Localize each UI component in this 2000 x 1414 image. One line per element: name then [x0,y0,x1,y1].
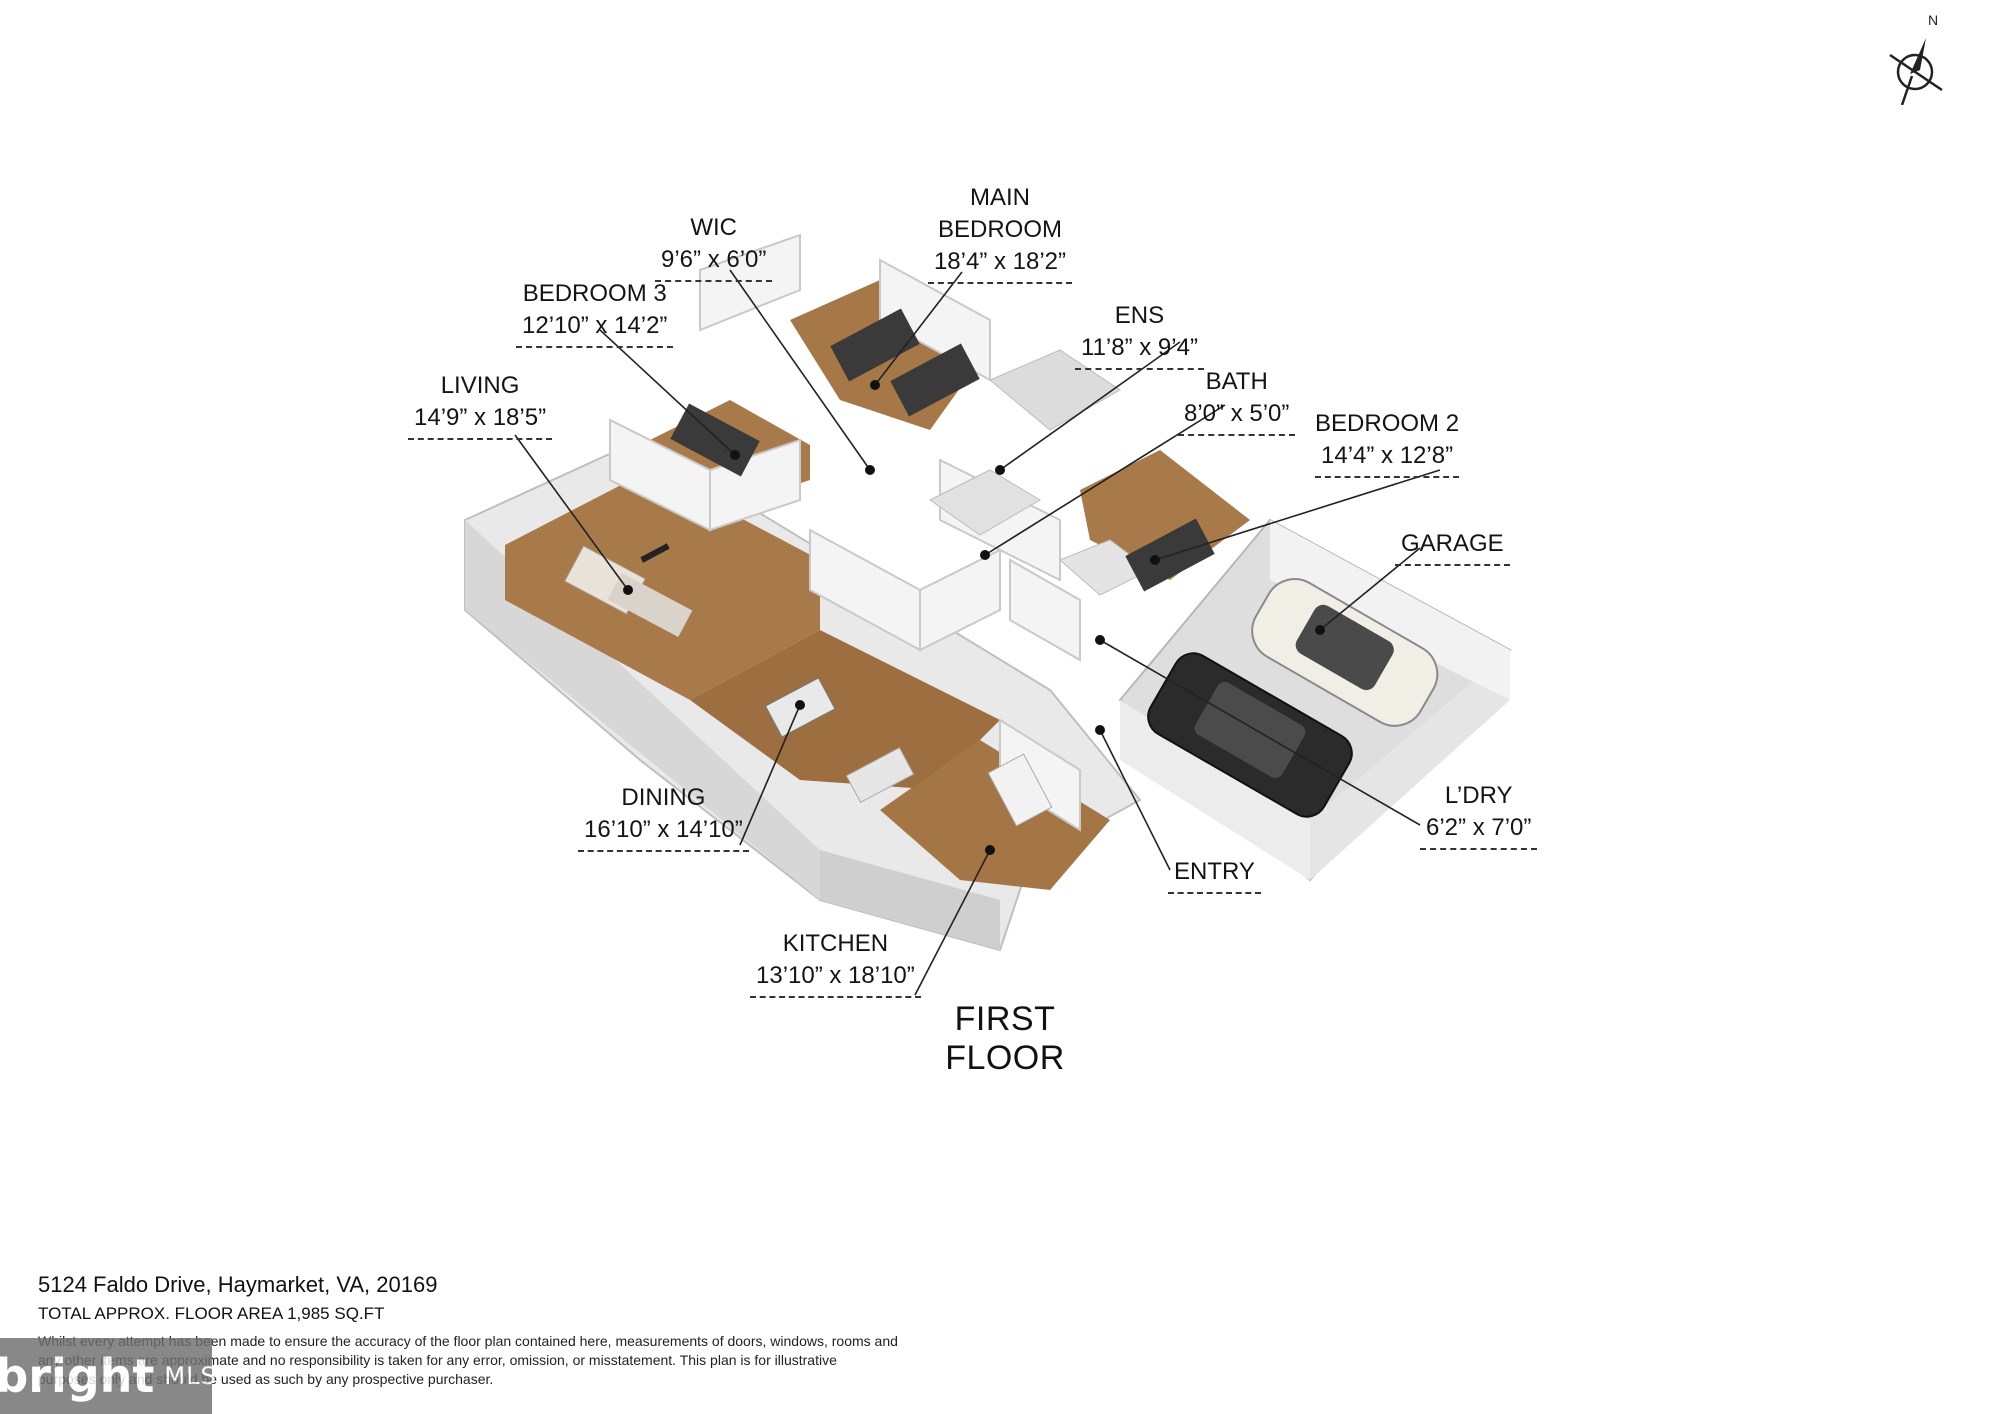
room-name: ENS [1114,302,1165,329]
room-label-bedroom-2: BEDROOM 2 14’4” x 12’8” [1315,408,1460,478]
room-label-kitchen: KITCHEN 13’10” x 18’10” [750,928,921,998]
room-name: BATH [1205,368,1268,395]
dining-floor [690,630,1000,790]
room-label-main-bedroom: MAIN BEDROOM 18’4” x 18’2” [920,182,1080,284]
tiled-rooms [929,349,1151,596]
room-name: KITCHEN [782,930,889,957]
room-dimensions: 8’0” x 5’0” [1178,398,1296,436]
room-name: DINING [621,784,706,811]
room-label-wic: WIC 9’6” x 6’0” [655,212,773,282]
compass-north-label: N [1928,12,1939,28]
room-name: LIVING [440,372,520,399]
room-dimensions: 12’10” x 14’2” [516,310,674,348]
room-dimensions: 13’10” x 18’10” [750,960,921,998]
room-name: L’DRY [1444,782,1513,809]
garage-block [1118,518,1512,882]
compass-icon [1889,38,1943,105]
room-name: BEDROOM 3 [522,280,667,307]
watermark-suffix: MLS [164,1362,217,1390]
label-leaders [514,269,1441,996]
room-name: ENTRY [1168,856,1261,894]
car-dark [1147,652,1353,818]
room-label-garage: GARAGE [1395,528,1510,566]
room-dimensions: 6’2” x 7’0” [1420,812,1538,850]
room-label-dining: DINING 16’10” x 14’10” [578,782,749,852]
room-name: MAIN BEDROOM [937,184,1062,243]
room-dimensions: 18’4” x 18’2” [927,246,1073,284]
room-label-entry: ENTRY [1168,856,1261,894]
bright-mls-watermark: bright MLS [0,1338,216,1414]
room-label-bedroom-3: BEDROOM 3 12’10” x 14’2” [516,278,674,348]
room-dimensions: 11’8” x 9’4” [1075,332,1204,370]
living-floor [505,470,820,700]
room-name: BEDROOM 2 [1315,410,1460,437]
kitchen-floor [880,740,1110,890]
room-dimensions: 14’4” x 12’8” [1315,440,1460,478]
room-label-bath: BATH 8’0” x 5’0” [1178,366,1296,436]
total-floor-area: TOTAL APPROX. FLOOR AREA 1,985 SQ.FT [38,1304,385,1323]
room-label-ens: ENS 11’8” x 9’4” [1075,300,1204,370]
room-label-living: LIVING 14’9” x 18’5” [408,370,553,440]
watermark-brand: bright [0,1349,155,1403]
room-name: WIC [690,214,738,241]
room-dimensions: 14’9” x 18’5” [408,402,553,440]
room-dimensions: 9’6” x 6’0” [655,244,773,282]
room-dimensions: 16’10” x 14’10” [578,814,749,852]
room-label-laundry: L’DRY 6’2” x 7’0” [1420,780,1538,850]
property-address: 5124 Faldo Drive, Haymarket, VA, 20169 [38,1272,438,1297]
room-name: GARAGE [1395,528,1510,566]
floor-title: FIRST FLOOR [945,1000,1065,1077]
